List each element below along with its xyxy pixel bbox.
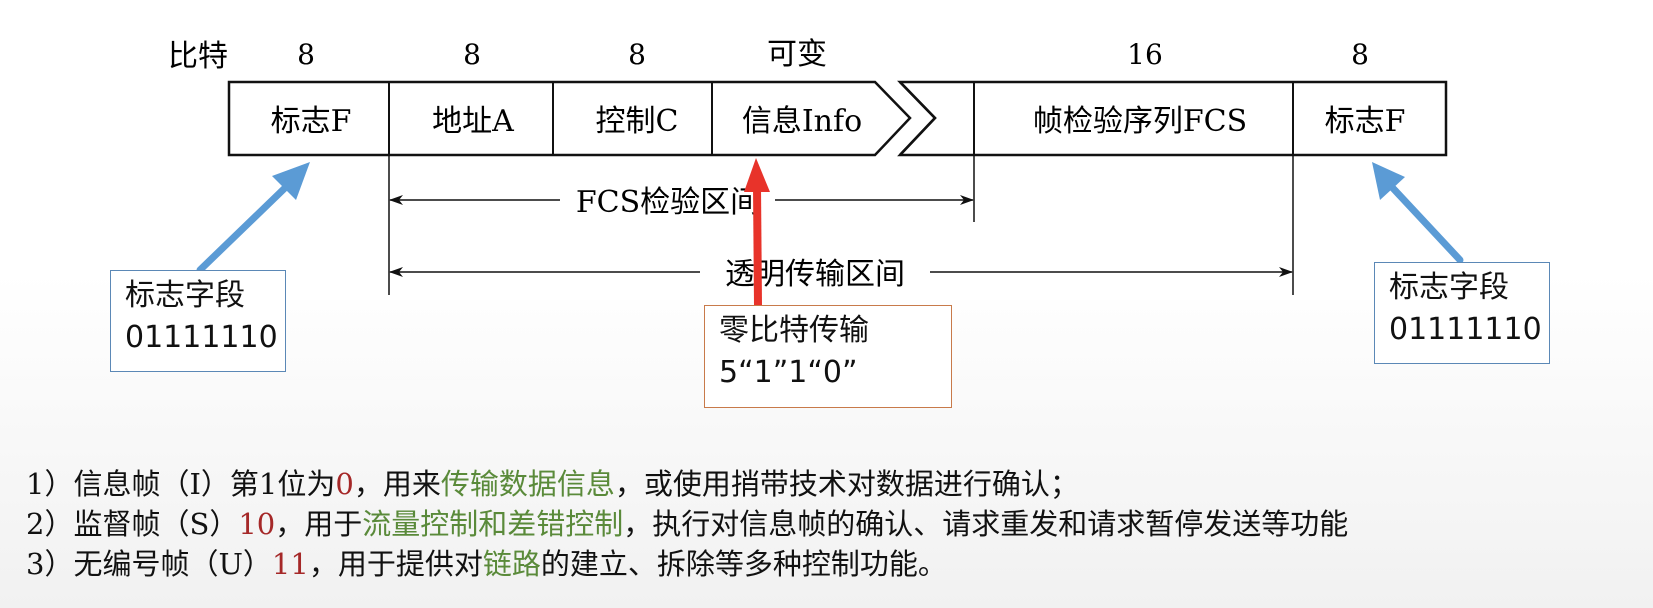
callout-title: 标志字段 <box>125 278 245 313</box>
note-unnumbered-frame: 3）无编号帧（U）11，用于提供对链路的建立、拆除等多种控制功能。 <box>26 547 947 581</box>
red-arrow-info <box>744 158 770 306</box>
bits-control: 8 <box>628 38 646 71</box>
frame-box-left <box>227 80 912 157</box>
blue-arrow-right <box>1372 162 1464 264</box>
callout-value: 01111110 <box>1389 312 1542 347</box>
flag-field-callout-left: 标志字段 01111110 <box>110 270 286 372</box>
callout-value: 01111110 <box>125 320 278 355</box>
note-information-frame: 1）信息帧（I）第1位为0，用来传输数据信息，或使用捎带技术对数据进行确认； <box>26 467 1079 501</box>
callout-title: 标志字段 <box>1389 270 1509 305</box>
transparent-range-label: 透明传输区间 <box>725 257 905 292</box>
bits-address: 8 <box>463 38 481 71</box>
bits-flag-end: 8 <box>1351 38 1369 71</box>
field-fcs: 帧检验序列FCS <box>1033 104 1247 139</box>
callout-title: 零比特传输 <box>719 313 869 348</box>
bits-header: 比特 <box>168 39 228 74</box>
field-address: 地址A <box>432 104 514 139</box>
callout-value: 5“1”1“0” <box>719 355 858 390</box>
figure-panel <box>160 25 1460 300</box>
zero-bit-stuffing-callout: 零比特传输 5“1”1“0” <box>704 305 952 408</box>
highlight-term: 链路 <box>482 547 541 581</box>
field-flag-start: 标志F <box>271 104 352 139</box>
highlight-value: 0 <box>335 467 354 501</box>
blue-arrow-left <box>196 162 310 274</box>
fcs-range-label: FCS检验区间 <box>576 185 760 220</box>
highlight-value: 10 <box>238 507 276 541</box>
bits-flag-start: 8 <box>297 38 315 71</box>
note-supervisory-frame: 2）监督帧（S）10，用于流量控制和差错控制，执行对信息帧的确认、请求重发和请求… <box>26 507 1349 541</box>
bits-info: 可变 <box>767 37 827 72</box>
field-info: 信息Info <box>742 104 862 139</box>
highlight-term: 流量控制和差错控制 <box>362 507 624 541</box>
field-flag-end: 标志F <box>1325 104 1406 139</box>
field-control: 控制C <box>596 104 679 139</box>
highlight-term: 传输数据信息 <box>440 467 615 501</box>
highlight-value: 11 <box>271 547 309 581</box>
bits-fcs: 16 <box>1127 38 1163 71</box>
frame-type-notes: 1）信息帧（I）第1位为0，用来传输数据信息，或使用捎带技术对数据进行确认； 2… <box>26 464 1646 584</box>
flag-field-callout-right: 标志字段 01111110 <box>1374 262 1550 364</box>
